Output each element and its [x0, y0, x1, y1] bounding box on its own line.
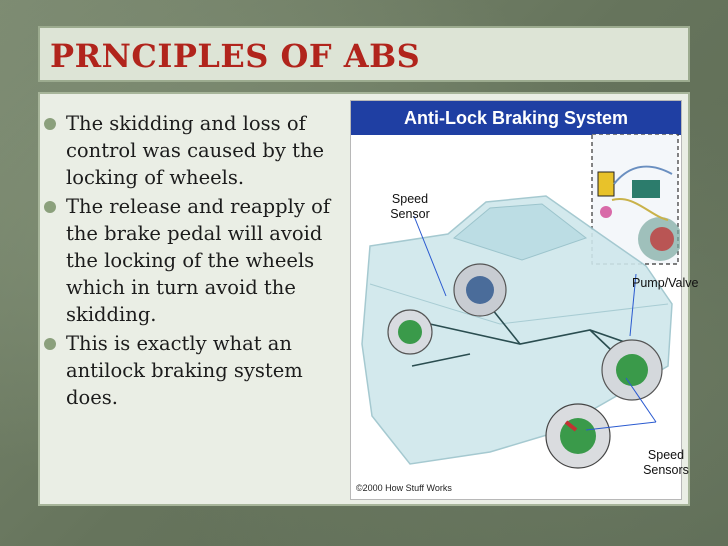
bullet-list: The skidding and loss of control was cau…: [44, 110, 338, 413]
title-panel: [38, 26, 690, 82]
label-speed-sensors-line2: Sensors: [643, 463, 689, 477]
diagram-title: Anti-Lock Braking System: [403, 108, 629, 128]
slide-title: PRNCIPLES OF ABS: [50, 37, 421, 75]
copyright-text: ©2000 How Stuff Works: [356, 483, 452, 493]
label-pointers: [413, 215, 657, 431]
label-speed-sensors: Speed Sensors: [640, 448, 692, 478]
label-speed-sensor-line1: Speed: [391, 192, 429, 206]
wheel-front-right: [601, 339, 663, 401]
inset-pump-icon: [597, 165, 680, 261]
label-speed-sensor: Speed Sensor: [382, 192, 438, 222]
label-speed-sensor-line2: Sensor: [390, 207, 430, 221]
bullet-dot-icon: [44, 118, 56, 130]
diagram-header: [351, 101, 681, 135]
label-pump-valve: Pump/Valve: [632, 276, 699, 290]
wheel-front-left: [545, 403, 611, 469]
car-illustration: [361, 134, 680, 469]
bullet-dot-icon: [44, 201, 56, 213]
bullet-text: The release and reapply of the brake ped…: [66, 195, 331, 326]
bullet-item: The release and reapply of the brake ped…: [44, 193, 338, 328]
wheel-rear-left: [387, 309, 433, 355]
bullet-dot-icon: [44, 338, 56, 350]
car-body: [361, 195, 673, 465]
bullet-item: The skidding and loss of control was cau…: [44, 110, 338, 191]
bullet-item: This is exactly what an antilock braking…: [44, 330, 338, 411]
wheel-rear-right: [453, 263, 507, 317]
bullet-text: The skidding and loss of control was cau…: [66, 112, 325, 189]
label-speed-sensors-line1: Speed: [647, 448, 685, 462]
bullet-text: This is exactly what an antilock braking…: [66, 332, 303, 409]
